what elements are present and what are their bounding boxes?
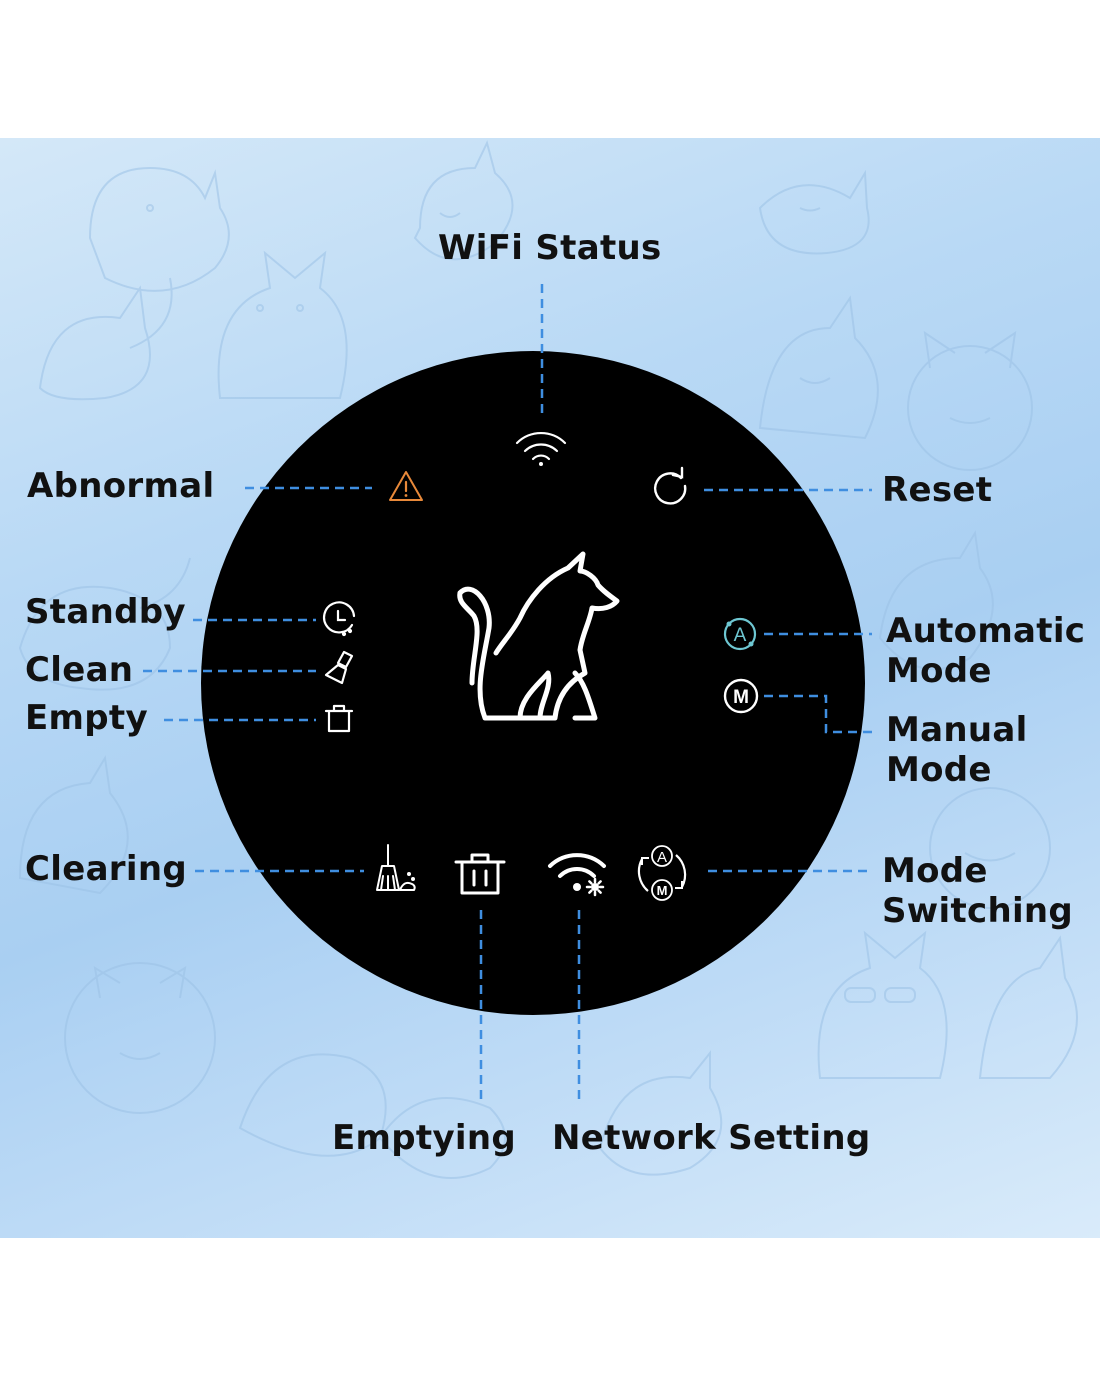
label-manual-mode: Manual Mode — [886, 710, 1028, 790]
manual-mode-icon: M — [723, 678, 759, 714]
label-clearing: Clearing — [25, 849, 187, 889]
broom-icon — [376, 844, 416, 891]
mode-switching-icon: A M — [637, 845, 687, 901]
mode-switching-m-letter: M — [657, 883, 668, 898]
automatic-mode-letter: A — [734, 625, 747, 646]
leader-lines — [143, 284, 874, 1103]
cat-icon — [457, 551, 620, 721]
mode-switching-a-letter: A — [657, 849, 667, 866]
cat-doodle-background — [18, 140, 1078, 1179]
trash-can-icon — [454, 853, 506, 895]
label-automatic-mode: Automatic Mode — [886, 611, 1086, 691]
reset-icon — [654, 466, 687, 505]
label-reset: Reset — [882, 470, 993, 510]
clock-icon — [323, 601, 356, 637]
control-panel-diagram: A M — [0, 138, 1100, 1238]
network-setting-icon — [548, 853, 606, 897]
brush-icon — [324, 650, 354, 685]
label-wifi-status: WiFi Status — [438, 228, 662, 268]
diagram-svg: A M — [143, 284, 874, 1103]
automatic-mode-icon: A — [723, 617, 757, 651]
wifi-icon — [515, 432, 567, 466]
label-abnormal: Abnormal — [27, 466, 215, 506]
warning-icon — [389, 471, 423, 501]
label-clean: Clean — [25, 650, 134, 690]
label-empty: Empty — [25, 698, 148, 738]
leader-manual-mode — [764, 694, 874, 734]
manual-mode-letter: M — [733, 687, 749, 708]
trash-icon — [324, 704, 354, 733]
label-standby: Standby — [25, 592, 186, 632]
label-network-setting: Network Setting — [552, 1118, 871, 1158]
label-emptying: Emptying — [332, 1118, 517, 1158]
label-mode-switching: Mode Switching — [882, 851, 1074, 931]
panel-disk — [201, 351, 865, 1015]
